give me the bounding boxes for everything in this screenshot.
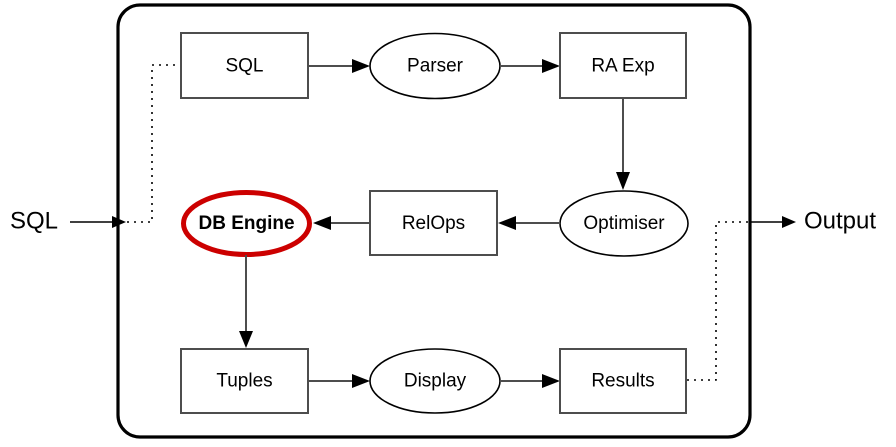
node-ra-exp-label: RA Exp xyxy=(591,56,654,77)
edge-optimiser-to-relops-head xyxy=(498,216,516,230)
node-results-label: Results xyxy=(591,371,654,392)
node-display-label: Display xyxy=(404,371,467,392)
node-sql-box-label: SQL xyxy=(225,56,263,77)
node-sql-box[interactable] xyxy=(180,32,309,99)
input-dotted-link xyxy=(120,64,180,223)
edge-display-to-results-head xyxy=(542,374,560,388)
edge-parser-to-raexp-head xyxy=(542,59,560,73)
output-dotted-link xyxy=(687,221,748,381)
input-arrow-head xyxy=(112,216,126,228)
node-ra-exp[interactable] xyxy=(559,32,687,99)
edge-sql-to-parser-head xyxy=(352,59,370,73)
edge-tuples-to-display-head xyxy=(352,374,370,388)
edge-dbengine-to-tuples-head xyxy=(239,331,253,348)
output-arrow-head xyxy=(782,216,796,228)
node-tuples[interactable] xyxy=(180,348,309,414)
node-parser-label: Parser xyxy=(407,56,464,77)
edge-relops-to-dbengine-head xyxy=(313,216,331,230)
node-db-engine[interactable] xyxy=(181,190,312,257)
node-rel-ops-label: RelOps xyxy=(402,213,465,234)
node-db-engine-label: DB Engine xyxy=(198,213,294,234)
node-tuples-label: Tuples xyxy=(216,371,272,392)
edge-raexp-to-optimiser-head xyxy=(616,172,630,190)
output-label: Output xyxy=(804,207,876,234)
node-optimiser-label: Optimiser xyxy=(583,213,665,234)
node-results[interactable] xyxy=(559,348,687,414)
input-sql-label: SQL xyxy=(10,207,58,234)
